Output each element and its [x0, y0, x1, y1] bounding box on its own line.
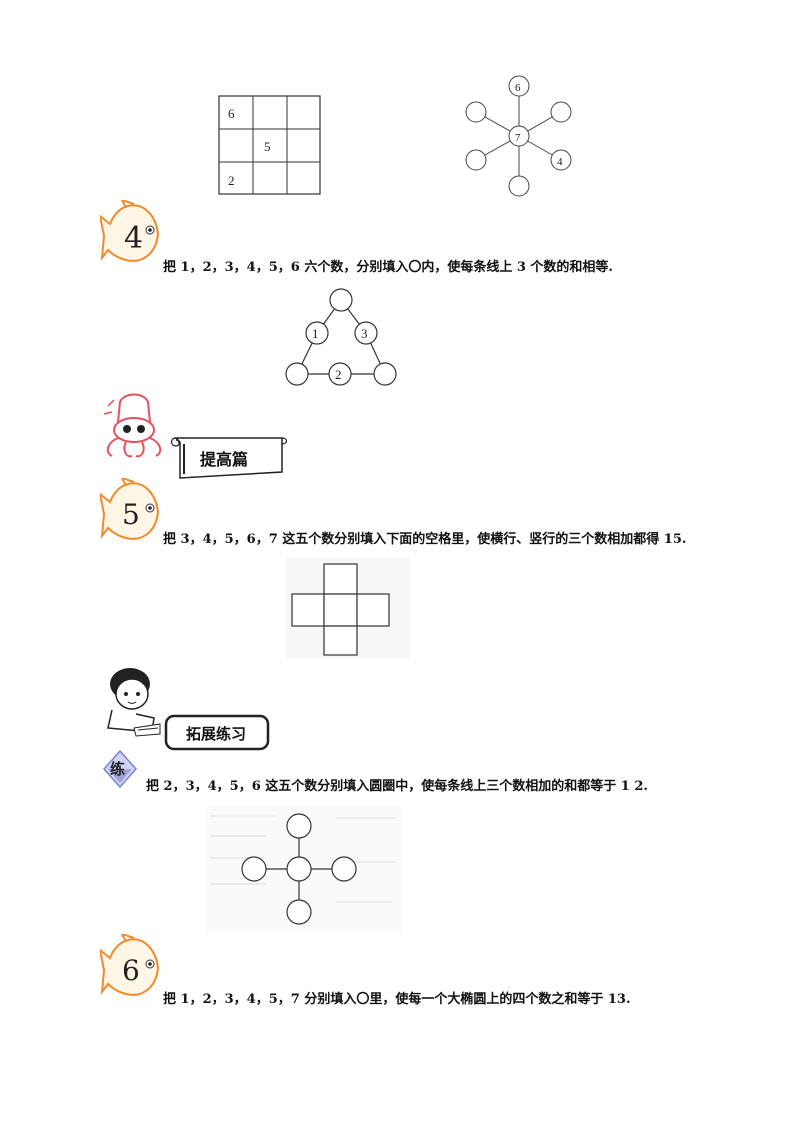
question-number-4: 4: [124, 221, 143, 256]
grid-cell-5: 5: [264, 139, 271, 154]
question-number-6: 6: [122, 954, 140, 987]
squid-icon: [103, 393, 162, 458]
practice-question-text: 把 2，3，4，5，6 这五个数分别填入圆圈中，使每条线上三个数相加的和都等于 …: [146, 779, 648, 794]
section-banner-advanced: [170, 437, 288, 479]
fish-number-badge-6: 6: [100, 934, 160, 996]
star-lower-right-value: 4: [557, 156, 563, 168]
triangle-right-mid-value: 3: [361, 326, 368, 341]
fish-number-badge-4: 4: [100, 200, 160, 262]
grid-cell-7: 2: [228, 173, 235, 188]
practice-badge-label: 练: [110, 760, 126, 778]
grid-cell-1: 6: [228, 106, 235, 121]
practice-badge-icon: [102, 749, 138, 789]
triangle-circle-diagram: 1 3 2: [285, 288, 397, 386]
star-circle-diagram: 6 7 4: [465, 75, 572, 197]
question-6-text: 把 1，2，3，4，5，7 分别填入〇里，使每一个大椭圆上的四个数之和等于 13…: [163, 992, 631, 1007]
triangle-left-mid-value: 1: [312, 326, 319, 341]
cross-grid-diagram: [286, 558, 410, 658]
triangle-bottom-mid-value: 2: [335, 367, 342, 382]
star-top-value: 6: [515, 82, 521, 94]
question-5-text: 把 3，4，5，6，7 这五个数分别填入下面的空格里，使横行、竖行的三个数相加都…: [163, 532, 687, 547]
star-center-value: 7: [515, 132, 521, 144]
boy-reading-icon: [107, 668, 161, 737]
section-title-practice: 拓展练习: [186, 725, 247, 743]
question-4-text: 把 1，2，3，4，5，6 六个数，分别填入〇内，使每条线上 3 个数的和相等.: [163, 260, 613, 275]
magic-square-grid: 6 5 2: [218, 95, 321, 195]
fish-number-badge-5: 5: [100, 478, 160, 540]
question-number-5: 5: [122, 498, 140, 531]
section-title-advanced: 提高篇: [200, 450, 249, 469]
section-banner-practice: [164, 714, 270, 751]
plus-circle-diagram: [206, 806, 402, 932]
